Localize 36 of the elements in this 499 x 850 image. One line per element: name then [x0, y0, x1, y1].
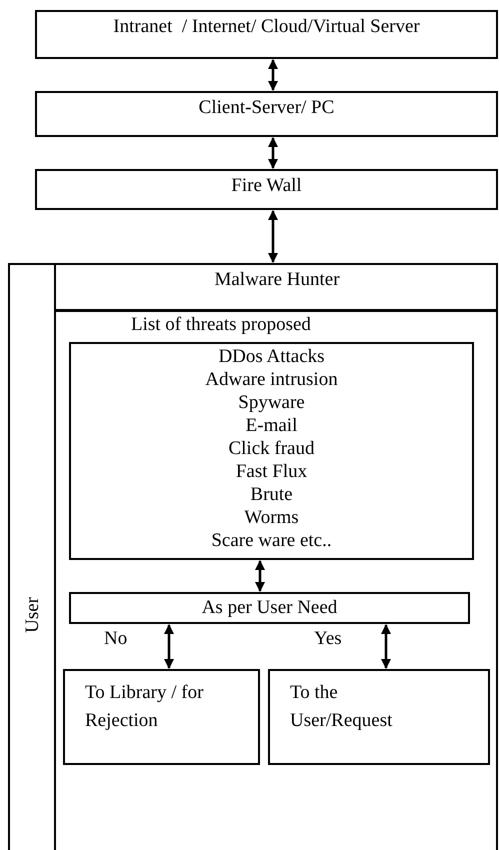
- threat-list-box: [69, 342, 474, 560]
- decision-box: [69, 592, 470, 624]
- threat-item: Scare ware etc..: [211, 529, 332, 552]
- double-arrow: [268, 59, 278, 91]
- threat-item: Adware intrusion: [205, 368, 338, 391]
- double-arrow: [381, 624, 391, 669]
- box-label: Malware Hunter: [213, 269, 341, 291]
- edge-label: No: [104, 628, 128, 650]
- double-arrow: [255, 560, 265, 592]
- double-arrow: [268, 210, 278, 263]
- threat-item: E-mail: [246, 414, 298, 437]
- threat-item: Brute: [250, 483, 293, 506]
- threat-item: Click fraud: [228, 437, 314, 460]
- outcome-box: [63, 669, 260, 765]
- box-label: As per User Need: [200, 597, 338, 619]
- process-box: [54, 263, 498, 311]
- double-arrow: [164, 624, 174, 669]
- lane-label: User: [22, 597, 44, 633]
- process-box: [35, 91, 498, 137]
- box-label: Client-Server/ PC: [198, 97, 336, 119]
- threats-panel: [54, 310, 498, 850]
- threat-item: Fast Flux: [236, 460, 308, 483]
- box-label: To the User/Request: [290, 681, 394, 733]
- user-lane: [8, 263, 498, 850]
- panel-heading: List of threats proposed: [131, 314, 311, 336]
- double-arrow: [268, 137, 278, 169]
- threat-item: Worms: [244, 506, 299, 529]
- outcome-box: [268, 669, 490, 765]
- box-label: Intranet / Internet/ Cloud/Virtual Server: [112, 16, 421, 38]
- threat-item: Spyware: [238, 391, 305, 414]
- threat-item: DDos Attacks: [218, 345, 325, 368]
- process-box: [35, 169, 498, 210]
- box-label: To Library / for Rejection: [85, 681, 204, 733]
- process-box: [35, 10, 498, 59]
- box-label: Fire Wall: [230, 175, 303, 197]
- edge-label: Yes: [314, 628, 342, 650]
